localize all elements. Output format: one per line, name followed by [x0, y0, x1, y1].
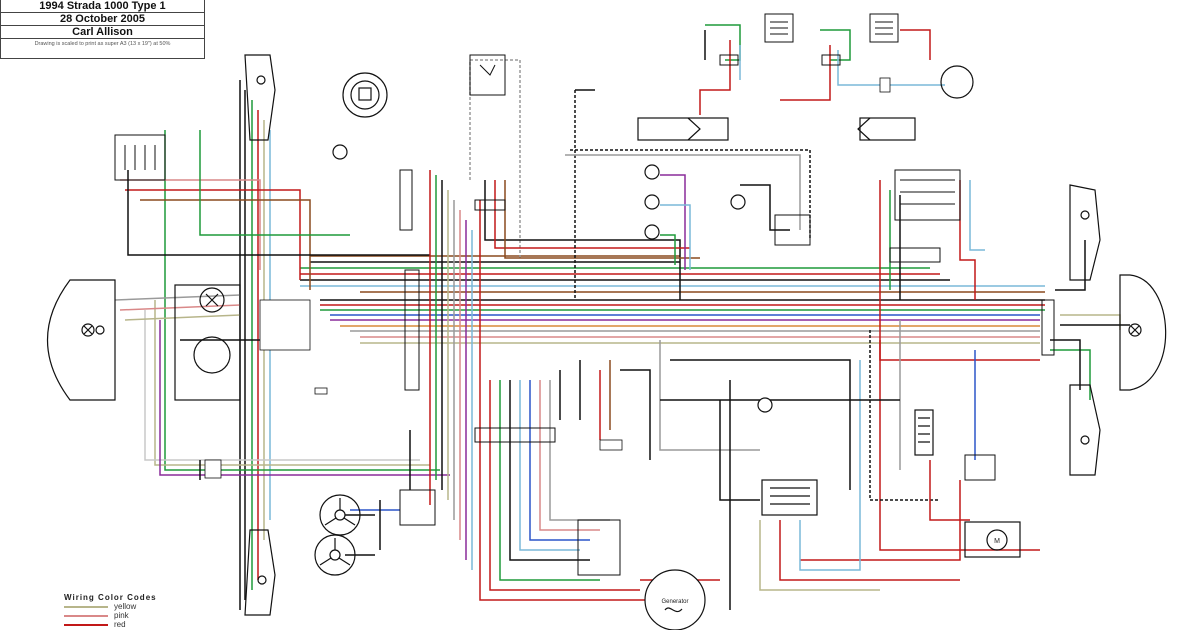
wire-color-legend: Wiring Color Codes yellow pink red [64, 593, 224, 629]
motor-label: M [994, 538, 1000, 545]
relay-right [399, 214, 996, 526]
ignition-switch [342, 72, 388, 118]
turn-signal-rear-left [244, 529, 276, 616]
generator-label: Generator [661, 599, 688, 605]
diagram-title: 1994 Strada 1000 Type 1 [1, 0, 204, 13]
connector-markers [204, 77, 891, 479]
print-note: Drawing is scaled to print as super A3 (… [34, 41, 171, 47]
legend-swatch-yellow [64, 606, 108, 608]
legend-item: yellow [64, 602, 224, 611]
diagram-author: Carl Allison [1, 26, 204, 39]
fuel-sender [940, 65, 974, 99]
tail-light-right [1119, 274, 1167, 391]
lower-left-harness [180, 339, 431, 556]
indicator-lamps [332, 144, 773, 413]
main-harness [300, 255, 1045, 344]
title-block: 1994 Strada 1000 Type 1 28 October 2005 … [0, 0, 205, 59]
ignition-coils [637, 117, 916, 141]
ground-switch-box [577, 519, 621, 576]
relay-upper-center [469, 54, 506, 96]
legend-label: yellow [114, 602, 137, 611]
legend-swatch-red [64, 624, 108, 626]
instrument-cluster [174, 284, 241, 401]
left-switch-block [114, 134, 166, 181]
voltage-regulator [761, 479, 818, 516]
legend-item: pink [64, 611, 224, 620]
turn-signal-front-right [1069, 184, 1101, 281]
legend-swatch-pink [64, 615, 108, 617]
generator [644, 569, 706, 630]
starter-motor [964, 521, 1021, 558]
legend-label: pink [114, 611, 129, 620]
battery [914, 409, 934, 456]
legend-label: red [114, 620, 126, 629]
upper-right-harness [565, 24, 1130, 400]
diagram-date: 28 October 2005 [1, 13, 204, 26]
turn-signal-front-left [244, 54, 276, 141]
horn-lower [314, 534, 356, 576]
center-harness [429, 59, 700, 601]
turn-signal-rear-right [1069, 384, 1101, 476]
center-connector [399, 169, 1055, 443]
headlight-left [46, 279, 116, 401]
legend-title: Wiring Color Codes [64, 593, 157, 602]
right-switch-block [894, 169, 961, 221]
lower-right-harness [559, 320, 1040, 610]
horn-upper [319, 494, 361, 536]
pressure-switches [719, 13, 899, 66]
legend-item: red [64, 620, 224, 629]
